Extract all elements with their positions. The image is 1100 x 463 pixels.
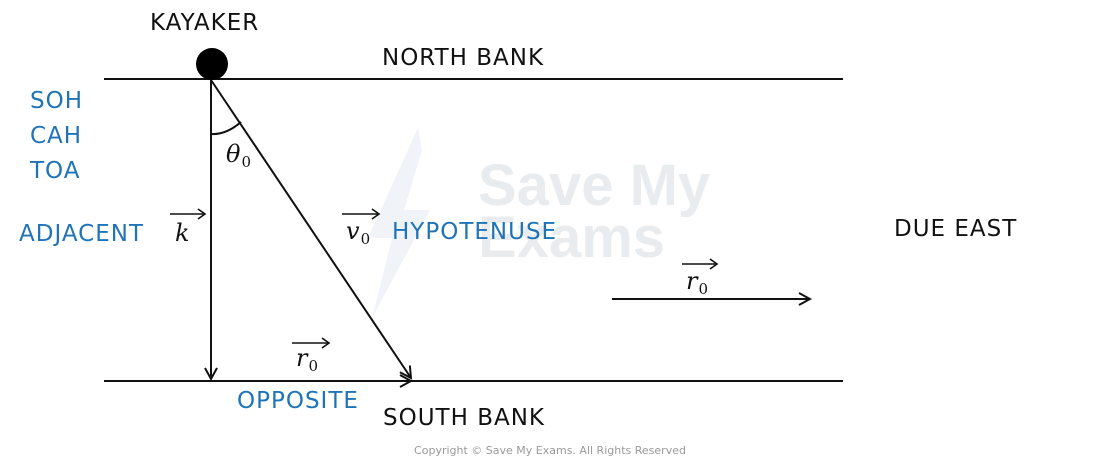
kayaker-dot xyxy=(196,48,228,80)
south-bank-label: SOUTH BANK xyxy=(383,405,545,431)
v0-vector-overarrow xyxy=(342,208,381,220)
cah-label: CAH xyxy=(30,123,83,149)
watermark-line-1: Save My xyxy=(478,153,711,218)
kayaker-label: KAYAKER xyxy=(150,10,260,36)
r0-south-vector-overarrow xyxy=(292,337,331,349)
v0-symbol: v0 xyxy=(346,217,370,247)
r0-south-symbol: r0 xyxy=(296,344,318,374)
opposite-label: OPPOSITE xyxy=(237,388,359,414)
r-subscript-east: 0 xyxy=(698,280,709,298)
r0-east-symbol: r0 xyxy=(686,267,708,297)
soh-label: SOH xyxy=(30,88,83,114)
r0-east-vector-overarrow xyxy=(682,258,719,270)
hypotenuse-label: HYPOTENUSE xyxy=(392,219,558,245)
due-east-label: DUE EAST xyxy=(894,216,1018,242)
watermark-bolt-icon xyxy=(368,128,430,318)
r-subscript-south: 0 xyxy=(308,357,319,375)
hypotenuse-vector-arrow xyxy=(210,79,411,378)
adjacent-label: ADJACENT xyxy=(19,221,144,247)
r-letter-south: r xyxy=(296,344,308,372)
k-vector-overarrow xyxy=(170,208,207,220)
north-bank-label: NORTH BANK xyxy=(382,45,545,71)
copyright-notice: Copyright © Save My Exams. All Rights Re… xyxy=(414,444,686,457)
theta-angle-arc xyxy=(210,121,242,136)
theta-symbol: θ0 xyxy=(226,140,251,170)
watermark-line-2: Exams xyxy=(478,205,666,271)
v-subscript: 0 xyxy=(360,230,371,248)
r-letter-east: r xyxy=(686,267,698,295)
k-letter: k xyxy=(175,219,190,247)
v-letter: v xyxy=(346,217,360,245)
theta-subscript: 0 xyxy=(241,153,251,171)
k-symbol: k xyxy=(175,221,190,245)
watermark-text: Save My Exams xyxy=(478,153,711,271)
toa-label: TOA xyxy=(30,158,81,184)
theta-letter: θ xyxy=(226,140,241,168)
